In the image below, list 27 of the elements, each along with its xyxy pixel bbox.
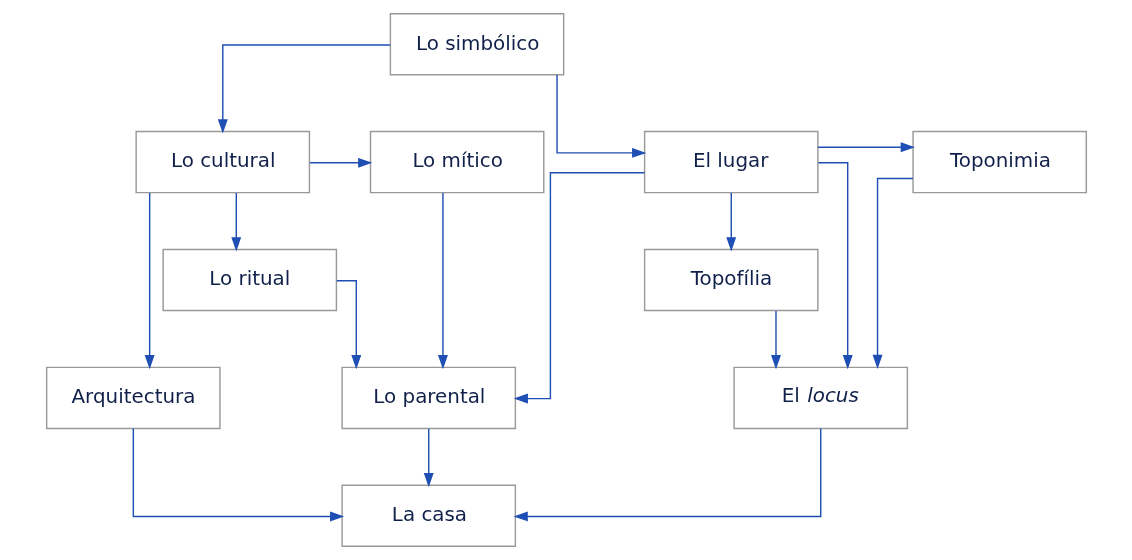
arrow	[770, 310, 781, 370]
arrow	[555, 74, 646, 158]
arrow	[335, 280, 361, 370]
arrow	[817, 162, 853, 370]
node-box: El lugar	[643, 130, 819, 194]
node-box: Arquitectura	[45, 366, 221, 430]
node-box: Lo mítico	[369, 130, 544, 194]
arrow	[872, 177, 914, 370]
arrow	[217, 44, 391, 134]
node-box: Lo cultural	[134, 130, 310, 194]
node-box: Lo ritual	[161, 248, 337, 312]
arrow	[725, 192, 736, 252]
arrow	[513, 172, 645, 404]
node-box: La casa	[340, 484, 516, 547]
arrow	[513, 427, 821, 522]
node-box: Lo simbólico	[389, 13, 564, 76]
arrow	[308, 157, 372, 168]
arrow	[437, 192, 448, 370]
arrow	[144, 192, 155, 370]
arrow	[132, 427, 344, 522]
arrow	[423, 428, 434, 488]
node-box: Toponimia	[911, 130, 1087, 194]
arrow	[230, 192, 241, 252]
node-box: Lo parental	[340, 366, 516, 430]
arrow	[816, 142, 915, 153]
node-box: Topofília	[643, 248, 819, 312]
node-box: El locus	[732, 366, 908, 430]
